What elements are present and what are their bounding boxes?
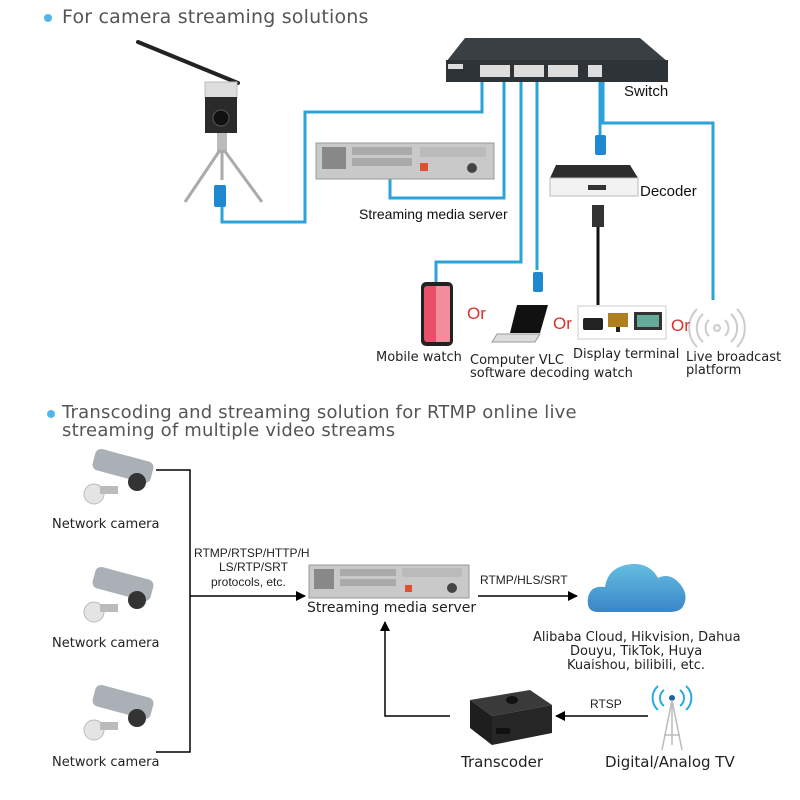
mobile-watch-label: Mobile watch	[376, 350, 462, 365]
network-camera-icon-1	[83, 448, 154, 505]
bracket-cameras	[156, 469, 191, 753]
display-terminal-icon	[577, 305, 667, 340]
section2-heading-line2: streaming of multiple video streams	[62, 420, 396, 441]
output-protocol-label: RTMP/HLS/SRT	[480, 573, 568, 587]
cloud-platforms-line3: Kuaishou, bilibili, etc.	[567, 658, 705, 673]
laptop-icon	[491, 305, 548, 343]
decoder-icon	[549, 165, 639, 305]
section1-diagram	[136, 38, 746, 348]
cloud-icon	[587, 563, 686, 612]
network-switch-icon	[446, 38, 668, 82]
camera-label-1: Network camera	[52, 517, 160, 532]
switch-label: Switch	[624, 83, 669, 100]
input-protocols-line2: LS/RTP/SRT	[219, 560, 288, 574]
connector-lines	[156, 469, 648, 753]
rj45-plug-camera	[214, 185, 226, 207]
mobile-phone-icon	[421, 282, 453, 346]
cable-live-switch	[601, 80, 715, 300]
rj45-plug-decoder	[595, 135, 606, 155]
heading-bullet-1	[44, 14, 52, 22]
cloud-platforms-line1: Alibaba Cloud, Hikvision, Dahua	[533, 630, 741, 645]
network-camera-icon-2	[83, 566, 154, 623]
streaming-server-label: Streaming media server	[359, 206, 508, 222]
input-protocols-line1: RTMP/RTSP/HTTP/H	[194, 546, 310, 560]
section1-heading: For camera streaming solutions	[62, 6, 369, 28]
tv-tower-icon	[651, 685, 693, 751]
streaming-server-icon-2	[308, 564, 470, 599]
network-cables	[220, 80, 715, 300]
transcoder-label: Transcoder	[461, 753, 543, 771]
cloud-platforms-line2: Douyu, TikTok, Huya	[570, 644, 703, 659]
network-camera-icon-3	[83, 684, 154, 741]
heading-bullet-2	[47, 410, 55, 418]
camera-label-2: Network camera	[52, 636, 160, 651]
display-terminal-label: Display terminal	[573, 347, 680, 362]
tv-label: Digital/Analog TV	[605, 753, 735, 771]
live-broadcast-label-line2: platform	[686, 363, 742, 378]
or-label-1: Or	[467, 304, 486, 323]
or-label-3: Or	[671, 316, 690, 335]
or-label-2: Or	[553, 314, 572, 333]
streaming-server-label-2: Streaming media server	[307, 600, 477, 616]
cable-server-switch	[388, 80, 506, 200]
live-broadcast-label-line1: Live broadcast	[686, 350, 782, 365]
streaming-server-icon	[315, 142, 495, 180]
camera-label-3: Network camera	[52, 755, 160, 770]
wifi-camera-icon	[136, 40, 264, 203]
broadcast-icon	[688, 308, 746, 348]
computer-label-line2: software decoding watch	[470, 366, 633, 381]
decoder-label: Decoder	[640, 183, 697, 200]
section2-heading-line1: Transcoding and streaming solution for R…	[62, 402, 577, 423]
transcoder-to-server-arrow	[380, 621, 450, 717]
transcoder-icon	[470, 690, 552, 745]
input-protocols-line3: protocols, etc.	[211, 575, 286, 589]
rj45-plug-computer	[533, 272, 543, 292]
cable-mobile-switch	[434, 80, 523, 290]
cable-camera-switch	[220, 80, 484, 224]
computer-label-line1: Computer VLC	[470, 353, 564, 368]
rtsp-label: RTSP	[590, 697, 622, 711]
